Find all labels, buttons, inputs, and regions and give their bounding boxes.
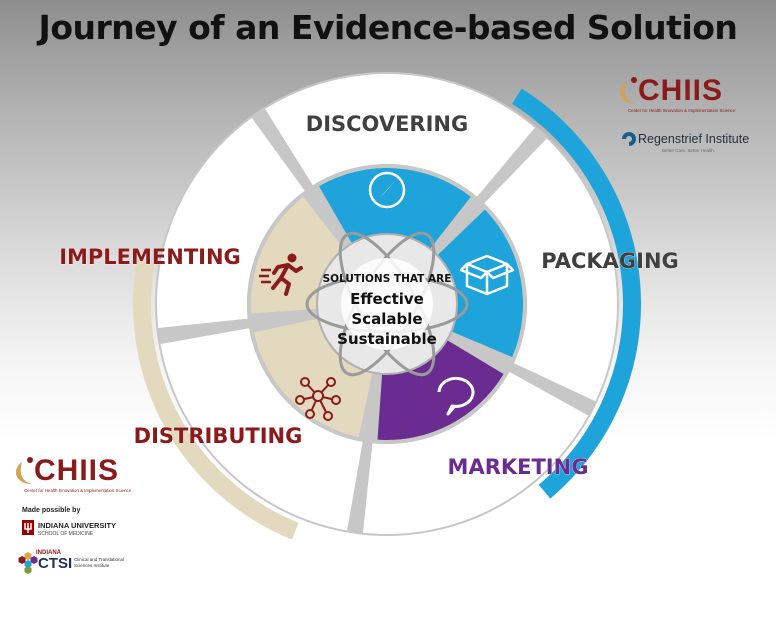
center-line-1: Scalable <box>351 310 422 328</box>
regenstrief-tagline: Better Care. Better Health. <box>662 148 715 153</box>
inner-segment-discovering <box>319 168 471 251</box>
ctsi-line2: Sciences Institute <box>74 563 110 568</box>
inner-segment-packaging <box>435 209 523 358</box>
chiis-subtitle: Center for Health Innovation & Implement… <box>628 108 736 113</box>
ctsi-hex-icon-4 <box>24 566 32 574</box>
center-heading: SOLUTIONS THAT ARE <box>323 273 452 285</box>
stage-label-implementing: IMPLEMENTING <box>59 245 241 269</box>
ctsi-line1: Clinical and Translational <box>74 557 124 562</box>
chiis-subtitle: Center for Health Innovation & Implement… <box>24 488 132 493</box>
ctsi-hex-icon-2 <box>24 560 32 568</box>
stage-labels: DISCOVERING PACKAGING MARKETING DISTRIBUTIN… <box>59 112 679 480</box>
speech-bubble-icon <box>437 376 475 416</box>
outer-arcs <box>132 88 641 540</box>
stage-label-distributing: DISTRIBUTING <box>134 424 303 448</box>
iu-school: SCHOOL OF MEDICINE <box>38 531 94 537</box>
center-line-2: Sustainable <box>337 330 437 348</box>
ctsi-name: CTSI <box>38 555 72 572</box>
compass-icon <box>368 171 406 209</box>
running-person-icon <box>259 253 303 296</box>
center-core: SOLUTIONS THAT ARE EffectiveScalableSusta… <box>305 231 469 377</box>
packaging-highlight-arc <box>512 88 641 499</box>
chiis-dot-icon <box>27 457 33 463</box>
chiis-dot-icon <box>631 77 637 83</box>
chiis-swoosh-icon <box>620 82 636 104</box>
outer-segment-discovering <box>265 74 535 197</box>
chiis-name: CHIIS <box>638 74 723 107</box>
ctsi-hex-icon-3 <box>18 556 26 564</box>
outer-segment-distributing <box>160 328 363 531</box>
ctsi-hex-icon-0 <box>24 552 32 560</box>
iu-name: INDIANA UNIVERSITY <box>38 521 116 530</box>
package-box-icon <box>459 254 515 296</box>
outer-segment-implementing <box>157 117 305 329</box>
center-line-0: Effective <box>350 290 424 308</box>
chiis-name: CHIIS <box>34 454 119 487</box>
page-title: Journey of an Evidence-based Solution <box>38 8 738 47</box>
outer-segment-marketing <box>362 371 589 534</box>
stage-icons <box>259 171 515 421</box>
stage-label-packaging: PACKAGING <box>541 249 679 273</box>
distributing-highlight-arc <box>132 259 299 540</box>
inner-segment-distributing <box>253 318 373 438</box>
ctsi-hex-icon-1 <box>30 556 38 564</box>
outer-segment-packaging <box>484 138 617 402</box>
chiis-swoosh-icon <box>16 462 32 484</box>
made-possible-text: Made possible by <box>22 507 80 514</box>
center-highlight <box>341 258 433 350</box>
regenstrief-mark-icon <box>622 132 636 146</box>
ctsi-state: INDIANA <box>36 550 62 556</box>
stage-label-marketing: MARKETING <box>448 455 589 479</box>
stage-label-discovering: DISCOVERING <box>306 112 468 136</box>
network-nodes-icon <box>295 377 341 421</box>
regenstrief-name: Regenstrief Institute <box>638 132 749 146</box>
